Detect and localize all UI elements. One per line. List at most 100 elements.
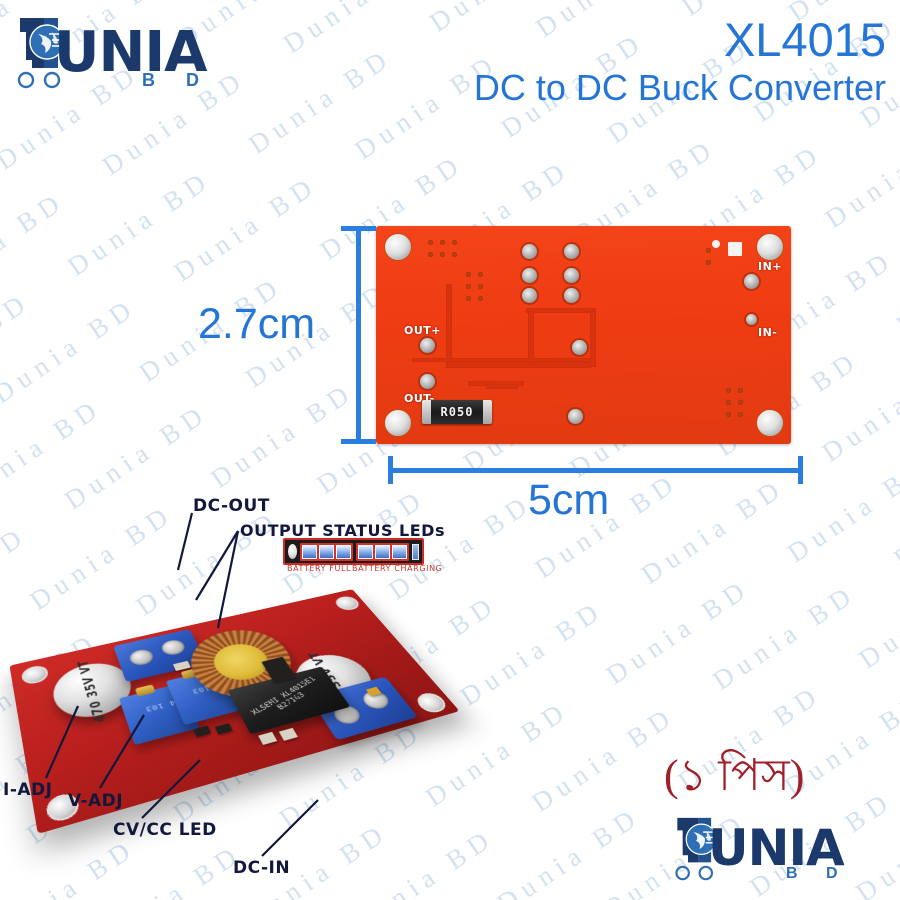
mounting-hole [20,663,50,686]
resistor-code: R050 [440,405,474,419]
width-dimension-cap-right [798,456,803,484]
pcb-pad [726,400,731,405]
mounting-hole [756,409,784,437]
shopping-cart-globe-icon [17,18,66,89]
pcb-pad [428,252,433,257]
pcb-via [522,244,537,259]
watermark-text: Dunia BD [819,116,900,234]
silk-in-minus: IN- [758,326,778,339]
pcb-back-view: OUT+ OUT- IN+ IN- R050 [376,226,791,444]
pcb-via-out-plus [420,338,435,353]
pcb-trace [590,311,596,367]
battery-full-led-group [300,542,354,561]
pcb-pad [478,284,483,289]
brand-sub-d: D [826,865,838,882]
led-label-battery-full: BATTERY FULL [287,564,352,573]
brand-wordmark: UNIA [708,819,845,877]
pcb-pad [466,272,471,277]
brand-sub-d: D [186,70,199,90]
pcb-pad [738,400,743,405]
silk-out-plus: OUT+ [404,324,442,337]
pcb-via-in-plus [744,274,759,289]
mounting-hole [384,409,412,437]
pcb-trace [446,284,452,366]
pcb-via-out-minus [420,374,435,389]
watermark-text: Dunia BD [62,163,217,282]
footer-brand-logo: UNIA B D [672,812,890,886]
height-dimension-line [356,226,361,444]
height-dimension-cap-top [341,226,376,231]
watermark-text: Dunia BD [277,0,433,60]
width-dimension-cap-left [388,456,393,484]
watermark-text: Dunia BD [816,350,900,468]
pcb-pad [428,240,433,245]
pcb-pad [478,296,483,301]
pcb-trace [412,358,592,362]
pcb-pad [726,412,731,417]
cart-wheel-right-icon [43,71,61,89]
watermark-text: Dunia BD [888,456,900,574]
shopping-cart-globe-icon [675,817,719,881]
watermark-text: Dunia BD [205,376,360,494]
watermark-text: Dunia BD [0,185,71,304]
watermark-text: Dunia BD [168,169,324,288]
led-indicator [375,544,391,559]
watermark-text: Dunia BD [59,397,214,516]
pcb-pad [466,284,471,289]
led-indicator [336,544,352,559]
watermark-text: Dunia BD [526,699,681,818]
mounting-hole [332,594,363,612]
terminal-screw [127,647,156,668]
title-block: XL4015 DC to DC Buck Converter [474,14,886,110]
watermark-text: Dunia BD [491,800,647,900]
callout-dc-out: DC-OUT [193,496,270,516]
smd-component [258,731,278,745]
callout-v-adj: V-ADJ [68,791,124,811]
pcb-board: OUT+ OUT- IN+ IN- R050 [376,226,791,444]
led-indicator [319,544,335,559]
product-code: XL4015 [723,13,886,66]
mounting-hole [412,690,451,716]
height-dimension-label: 2.7cm [198,300,316,348]
capacitor-marking: 470 35V VT [76,658,110,724]
pcb-pad [726,388,731,393]
led-indicator [358,544,374,559]
mounting-hole [756,233,784,261]
watermark-text: Dunia BD [853,556,900,675]
battery-charging-led-group [356,542,410,561]
pcb-via [564,288,579,303]
watermark-text: Dunia BD [243,41,398,160]
pcb-pad [738,388,743,393]
pcb-smd-white [728,242,742,256]
cart-wheel-right-icon [698,865,714,881]
smd-component [278,727,298,741]
pcb-pad [440,240,445,245]
callout-cv-cc-led: CV/CC LED [113,820,217,840]
header-brand-logo: UNIA B D [14,12,264,94]
pcb-via [522,268,537,283]
output-status-led-strip [283,538,424,565]
pcb-via [564,244,579,259]
pcb-pad [738,412,743,417]
height-dimension-cap-bottom [341,439,376,444]
pcb-via [568,409,583,424]
led-white-indicator [288,544,298,559]
callout-i-adj: I-ADJ [3,780,53,800]
pcb-via [564,268,579,283]
pcb-trace [446,362,591,368]
watermark-text: Dunia BD [0,392,108,510]
pcb-pad [440,252,445,257]
pcb-trace [468,381,524,386]
current-sense-resistor: R050 [422,400,492,424]
pcb-trace [528,311,534,365]
trimpot-screw[interactable] [134,684,156,697]
width-dimension-line [388,468,803,473]
watermark-text: Dunia BD [816,891,900,900]
pcb-pad [706,260,711,265]
callout-output-status-leds: OUTPUT STATUS LEDs [240,521,445,540]
pcb-pad [706,248,711,253]
pcb-via [522,288,537,303]
watermark-text: Dunia BD [891,222,900,341]
led-indicator [412,543,419,560]
